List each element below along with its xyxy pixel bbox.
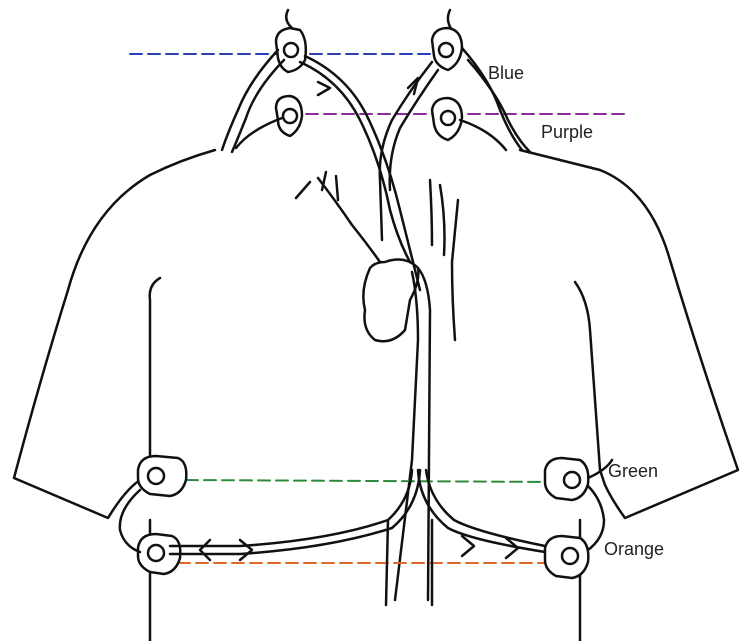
lead-arrow-lower-right-1 (462, 536, 474, 556)
electrode-lower-left-top (138, 456, 186, 496)
label-purple: Purple (541, 123, 593, 141)
lead-wire-upper-left (222, 50, 284, 152)
green-dashed-line (186, 480, 560, 482)
aorta (395, 268, 430, 600)
label-orange: Orange (604, 540, 664, 558)
label-green: Green (608, 462, 658, 480)
heart-outline (363, 260, 418, 342)
label-blue: Blue (488, 64, 524, 82)
lead-arrow-lower-left-2 (240, 540, 252, 560)
electrode-lower-right-bottom (545, 536, 588, 578)
vessel-left (296, 172, 380, 262)
lead-wire-lower-left-side (120, 490, 140, 552)
lead-arrow-lower-left-1 (200, 540, 210, 560)
torso-outline (14, 150, 215, 641)
spine-lines (386, 520, 432, 605)
electrode-lower-right-top (545, 458, 588, 500)
vessel-right (430, 180, 458, 340)
electrode-upper-right-bottom (432, 98, 462, 140)
lead-wire-upper-cross-left (300, 56, 420, 290)
electrode-upper-right-top (432, 28, 462, 70)
electrode-upper-left-bottom (276, 96, 302, 136)
neck-outline (286, 10, 452, 30)
lead-arrow-upper-left (318, 82, 330, 95)
